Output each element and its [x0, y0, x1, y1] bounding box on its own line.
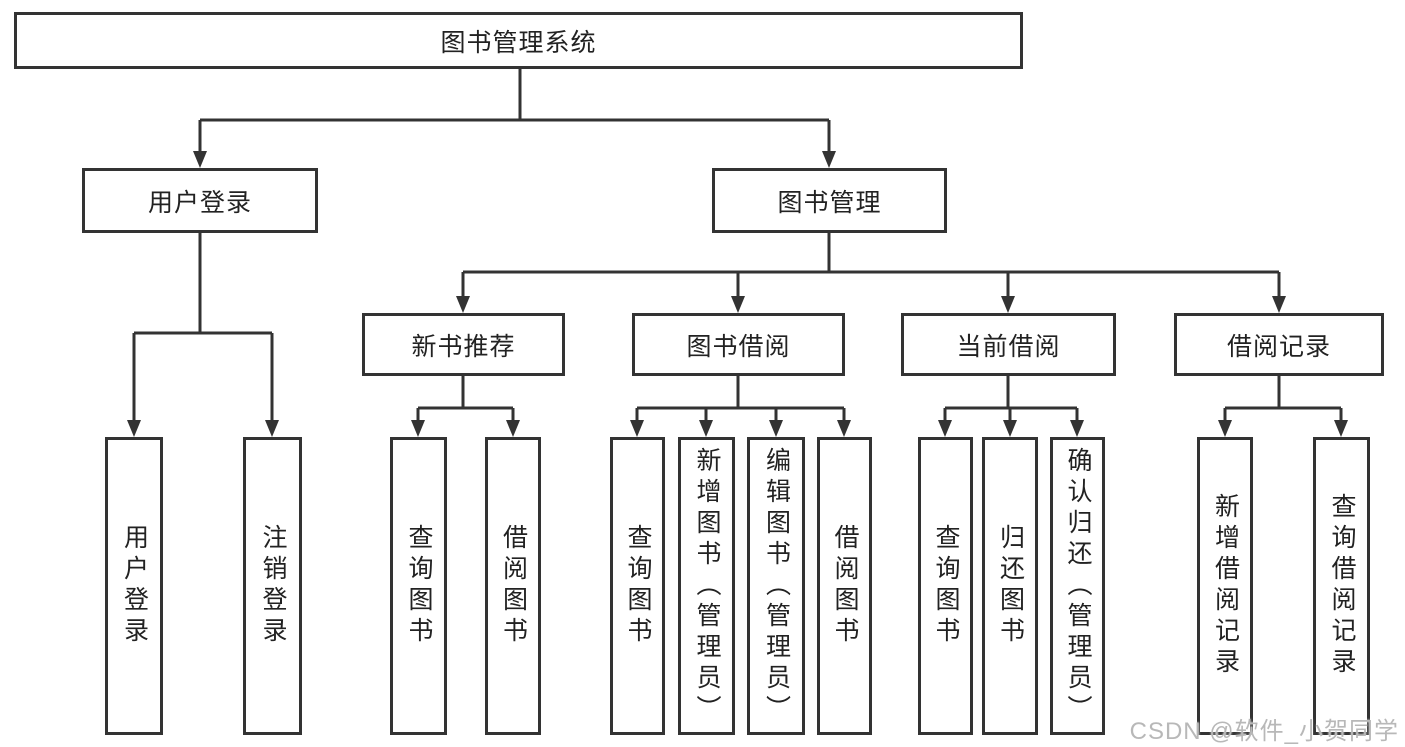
node-current-borrow: 当前借阅	[901, 313, 1116, 376]
leaf-borrow-books-label: 借阅图书	[831, 524, 859, 648]
leaf-query-borrow-record: 查询借阅记录	[1313, 437, 1370, 735]
leaf-query-books: 查询图书	[610, 437, 665, 735]
node-book-borrow-label: 图书借阅	[686, 332, 791, 361]
leaf-add-books-admin-label: 新增图书（管理员）	[693, 446, 721, 726]
node-new-book-recommend: 新书推荐	[362, 313, 565, 376]
leaf-user-login-label: 用户登录	[120, 524, 149, 648]
arrowheads	[127, 151, 1348, 437]
leaf-query-books: 查询图书	[390, 437, 447, 735]
leaf-add-books-admin: 新增图书（管理员）	[678, 437, 735, 735]
leaf-query-books: 查询图书	[918, 437, 973, 735]
leaf-borrow-books: 借阅图书	[485, 437, 541, 735]
leaf-user-login: 用户登录	[105, 437, 163, 735]
connector-line	[132, 69, 1343, 423]
node-book-borrow: 图书借阅	[632, 313, 845, 376]
leaf-logout-login: 注销登录	[243, 437, 302, 735]
leaf-return-books-label: 归还图书	[996, 524, 1025, 648]
node-book-management: 图书管理	[712, 168, 947, 233]
leaf-borrow-books-label: 借阅图书	[499, 524, 528, 648]
node-borrow-record: 借阅记录	[1174, 313, 1384, 376]
leaf-add-borrow-record-label: 新增借阅记录	[1211, 493, 1240, 679]
node-book-management-label: 图书管理	[777, 188, 882, 217]
node-borrow-record-label: 借阅记录	[1226, 332, 1331, 361]
leaf-edit-books-admin-label: 编辑图书（管理员）	[762, 446, 791, 726]
leaf-borrow-books: 借阅图书	[817, 437, 872, 735]
leaf-query-books-label: 查询图书	[405, 524, 433, 648]
leaf-query-books-label: 查询图书	[624, 524, 652, 648]
node-current-borrow-label: 当前借阅	[956, 332, 1061, 361]
leaf-confirm-return-admin-label: 确认归还（管理员）	[1064, 446, 1092, 726]
node-library-system: 图书管理系统	[14, 12, 1023, 69]
leaf-query-borrow-record-label: 查询借阅记录	[1328, 493, 1356, 679]
leaf-confirm-return-admin: 确认归还（管理员）	[1050, 437, 1105, 735]
watermark: CSDN @软件_小贺同学	[1129, 718, 1399, 745]
leaf-add-borrow-record: 新增借阅记录	[1197, 437, 1253, 735]
leaf-edit-books-admin: 编辑图书（管理员）	[747, 437, 805, 735]
leaf-return-books: 归还图书	[982, 437, 1038, 735]
node-user-login: 用户登录	[82, 168, 318, 233]
leaf-logout-login-label: 注销登录	[259, 524, 287, 648]
node-user-login-label: 用户登录	[147, 188, 252, 217]
leaf-query-books-label: 查询图书	[932, 524, 960, 648]
node-new-book-recommend-label: 新书推荐	[411, 332, 516, 361]
node-library-system-label: 图书管理系统	[440, 28, 597, 57]
